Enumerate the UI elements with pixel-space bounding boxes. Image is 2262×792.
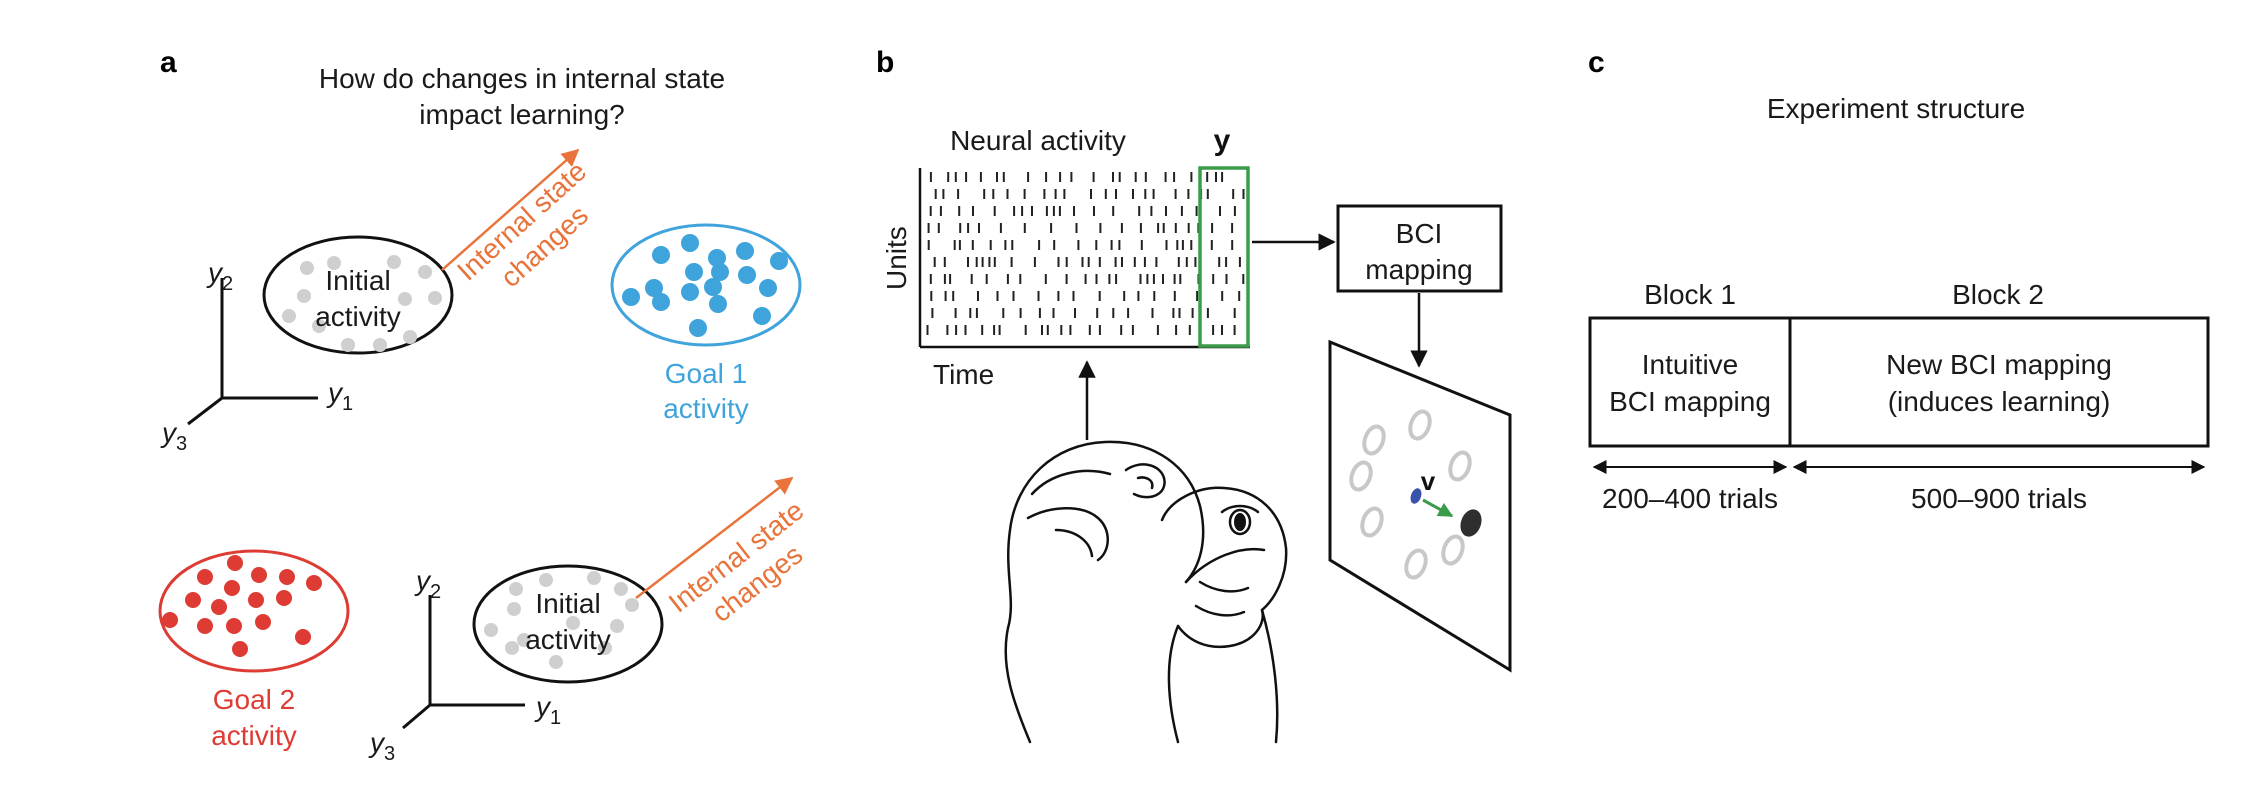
time-axis-label: Time xyxy=(933,359,994,390)
top-initial-label-line2: activity xyxy=(315,301,401,332)
experiment-structure-title: Experiment structure xyxy=(1767,93,2025,124)
goal2-label-line2: activity xyxy=(211,720,297,751)
monkey-icon xyxy=(1004,440,1288,744)
bci-box-line2: mapping xyxy=(1365,254,1472,285)
active-target xyxy=(1460,509,1482,537)
block1-trials: 200–400 trials xyxy=(1602,483,1778,514)
bottom-initial-activity-ellipse xyxy=(472,564,664,684)
goal1-label-line1: Goal 1 xyxy=(665,358,748,389)
bci-box-line1: BCI xyxy=(1396,218,1443,249)
panel-a-title-line2: impact learning? xyxy=(419,99,624,130)
panel-b-label: b xyxy=(876,46,894,79)
panel-a-title-line1: How do changes in internal state xyxy=(319,63,725,94)
cursor xyxy=(1410,488,1422,504)
block1-line2: BCI mapping xyxy=(1609,386,1771,417)
monkey-eye-icon xyxy=(1234,513,1246,531)
raster-axes xyxy=(918,168,1250,349)
top-internal-state-arrow xyxy=(441,148,580,271)
top-axis-y3-label: y3 xyxy=(160,417,187,455)
goal2-activity-ellipse xyxy=(158,549,350,673)
bottom-initial-label-line1: Initial xyxy=(535,588,600,619)
top-axes xyxy=(187,278,318,426)
block2-box xyxy=(1788,316,2210,448)
block1-header: Block 1 xyxy=(1644,279,1736,310)
raster-title: Neural activity xyxy=(950,125,1126,156)
panel-a-label: a xyxy=(160,46,177,79)
top-initial-dots xyxy=(282,255,442,352)
bottom-axis-y3-label: y3 xyxy=(368,727,395,765)
top-initial-activity-ellipse xyxy=(262,235,454,355)
task-screen xyxy=(1328,339,1512,673)
top-axis-y1-label: y1 xyxy=(326,377,353,415)
top-axis-y2-label: y2 xyxy=(206,257,233,295)
block1-box xyxy=(1588,316,1792,448)
bottom-internal-state-arrow xyxy=(635,476,794,599)
panel-c-label: c xyxy=(1588,46,1605,79)
goal2-label-line1: Goal 2 xyxy=(213,684,296,715)
velocity-arrow xyxy=(1422,498,1454,518)
bottom-initial-dots xyxy=(484,571,639,669)
top-internal-state-label: Internal state changes xyxy=(451,155,594,293)
units-axis-label: Units xyxy=(881,226,912,290)
bottom-initial-label-line2: activity xyxy=(525,624,611,655)
block2-line1: New BCI mapping xyxy=(1886,349,2112,380)
velocity-label: v xyxy=(1421,466,1436,496)
y-vector-label: y xyxy=(1214,124,1231,157)
panel-c: c Experiment structure Block 1 Block 2 I… xyxy=(1588,46,2210,514)
screen-targets xyxy=(1349,409,1472,580)
bottom-axis-y2-label: y2 xyxy=(414,565,441,603)
goal2-dots xyxy=(162,555,322,657)
raster-spikes xyxy=(926,172,1245,335)
goal1-label-line2: activity xyxy=(663,393,749,424)
block2-line2: (induces learning) xyxy=(1888,386,2111,417)
top-initial-label-line1: Initial xyxy=(325,265,390,296)
panel-b: b Neural activity y Units Time BCI mappi… xyxy=(876,46,1512,744)
block2-trials: 500–900 trials xyxy=(1911,483,2087,514)
panel-a: a How do changes in internal state impac… xyxy=(158,46,810,765)
goal1-activity-ellipse xyxy=(610,223,802,347)
bottom-axes xyxy=(402,595,525,730)
bci-mapping-box xyxy=(1336,204,1503,293)
bottom-internal-state-label: Internal state changes xyxy=(663,494,810,628)
block2-header: Block 2 xyxy=(1952,279,2044,310)
goal1-dots xyxy=(622,234,788,337)
block1-line1: Intuitive xyxy=(1642,349,1739,380)
bottom-axis-y1-label: y1 xyxy=(534,691,561,729)
y-window-highlight xyxy=(1198,166,1250,348)
